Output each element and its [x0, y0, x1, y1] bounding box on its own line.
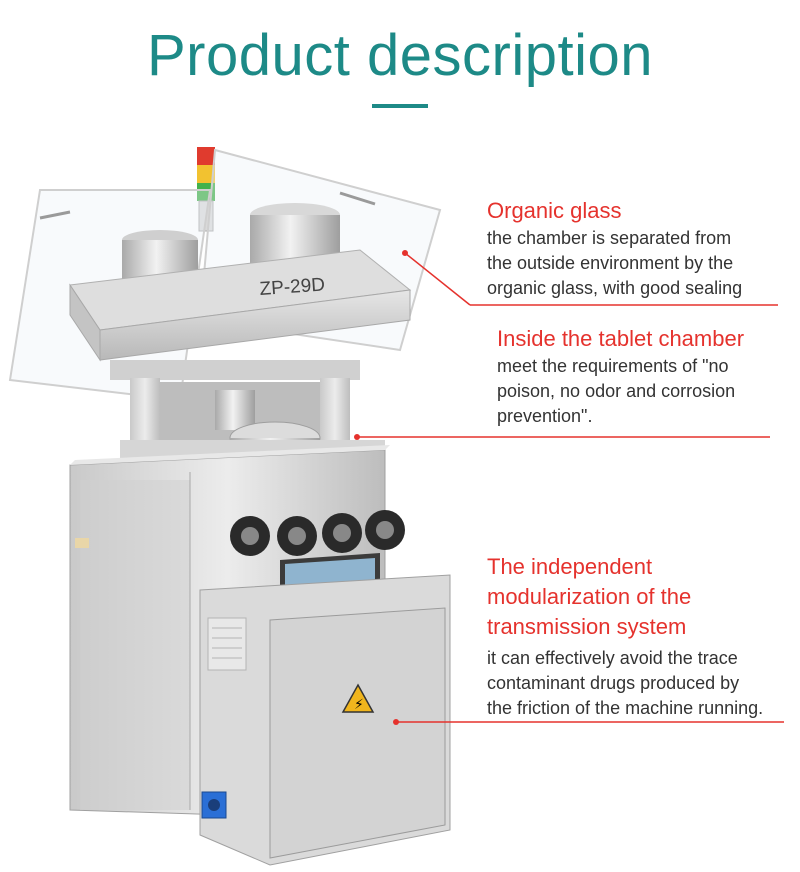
pressure-adjustment-knobs	[230, 510, 405, 556]
callout-tablet-chamber: Inside the tablet chamber meet the requi…	[497, 324, 744, 429]
warning-sign-icon	[341, 683, 375, 713]
callout-body-line: the chamber is separated from	[487, 228, 732, 248]
callout-body-line: meet the requirements of "no	[497, 356, 729, 376]
cooling-fan-vent	[207, 617, 247, 671]
callout-organic-glass: Organic glass the chamber is separated f…	[487, 196, 742, 301]
signal-tower-red	[197, 147, 215, 165]
callout-body-line: the outside environment by the	[487, 253, 734, 273]
tablet-press-machine-image: ZP-29D ⚡	[8, 147, 451, 866]
callout-body-line: poison, no odor and corrosion	[497, 381, 736, 401]
title-underline	[372, 104, 428, 108]
callout-body-line: the friction of the machine running.	[487, 698, 764, 718]
callout-heading: transmission system	[487, 614, 687, 639]
callout-heading: The independent	[487, 554, 653, 579]
callout-heading: modularization of the	[487, 584, 692, 609]
callout-heading: Inside the tablet chamber	[497, 326, 745, 351]
callout-body-line: contaminant drugs produced by	[487, 673, 740, 693]
model-label: ZP-29D	[259, 274, 326, 300]
callout-heading: Organic glass	[487, 198, 622, 223]
callout-body-line: it can effectively avoid the trace	[487, 648, 738, 668]
signal-tower-yellow	[197, 165, 215, 183]
page-title: Product description	[147, 23, 653, 88]
callout-body-line: organic glass, with good sealing	[487, 278, 743, 298]
callout-transmission-system: The independent modularization of the tr…	[487, 552, 763, 721]
svg-text:⚡: ⚡	[354, 697, 364, 713]
callout-body-line: prevention".	[497, 406, 593, 426]
